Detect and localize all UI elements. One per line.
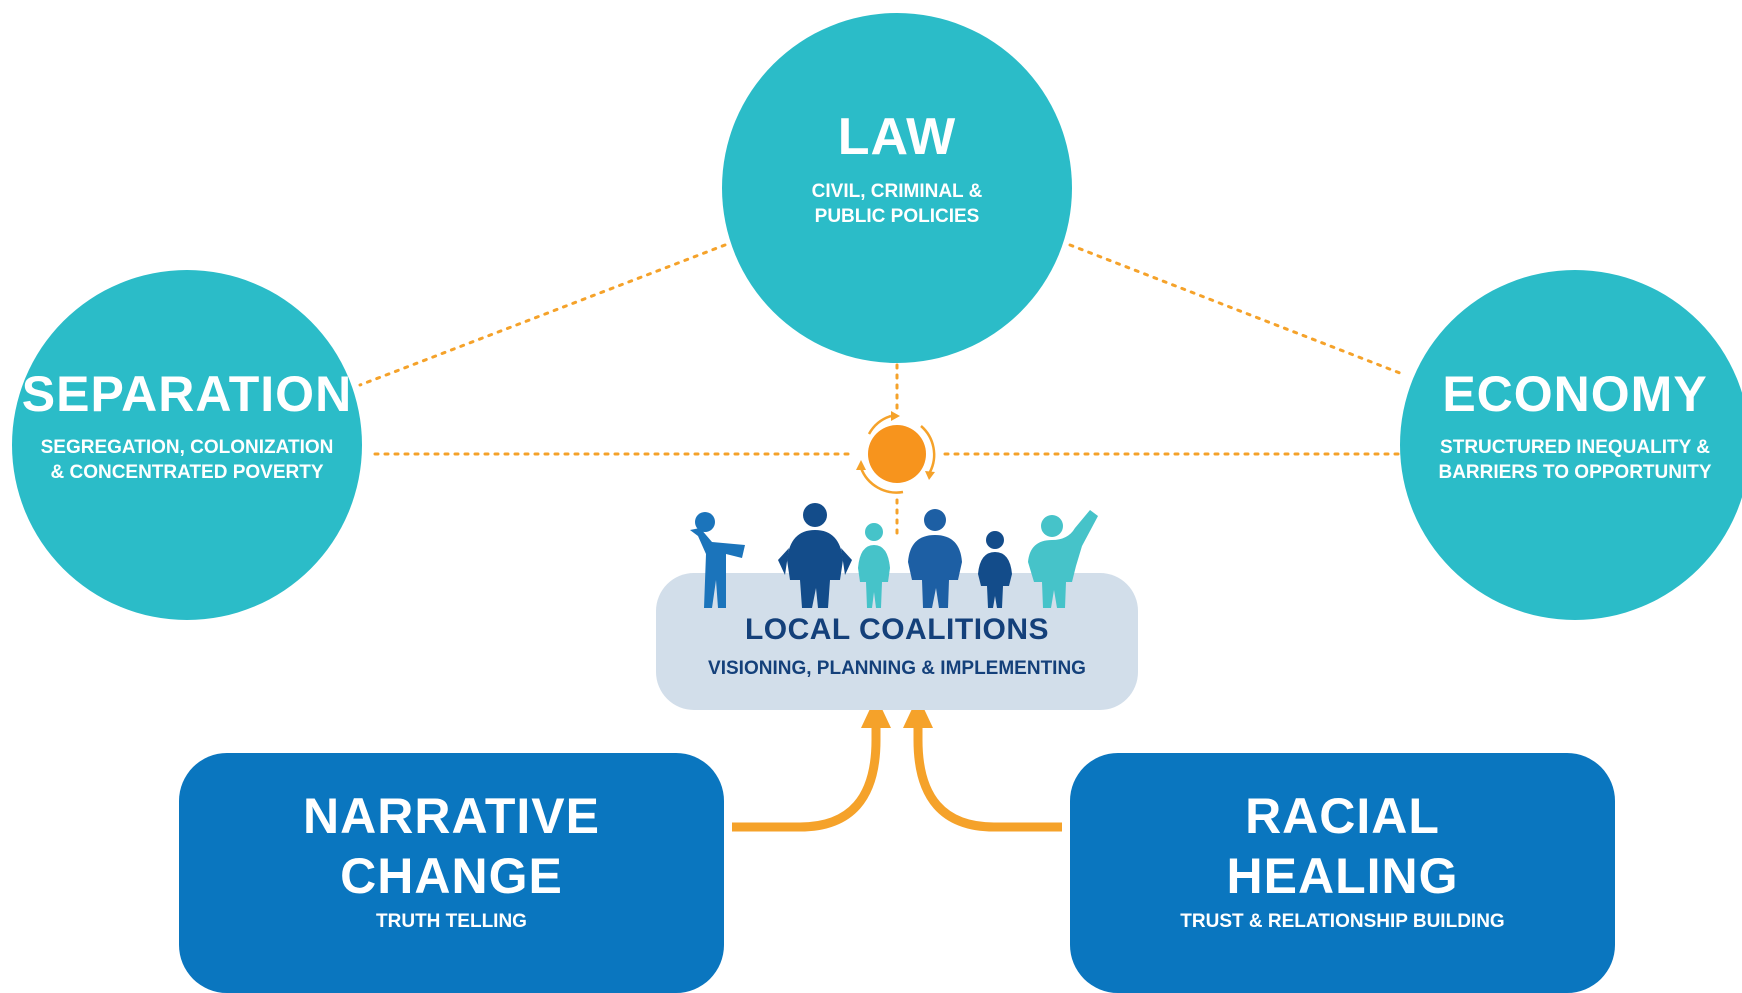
person-icon (778, 503, 852, 608)
arrow-narrative-to-coalitions (732, 696, 891, 832)
dotted-line-law-separation (358, 243, 727, 387)
connector-layer (358, 243, 1407, 832)
person-icon (978, 531, 1012, 608)
racial-healing-box: RACIAL HEALING TRUST & RELATIONSHIP BUIL… (1070, 753, 1615, 993)
cycle-sun-icon (856, 411, 936, 494)
group-of-people-icon (690, 503, 1098, 608)
law-title: LAW (837, 108, 957, 166)
healing-title-line2: HEALING (1226, 848, 1459, 904)
law-subtitle-line2: PUBLIC POLICIES (814, 206, 980, 227)
dotted-line-law-economy (1068, 243, 1407, 377)
economy-subtitle-line2: BARRIERS TO OPPORTUNITY (1438, 462, 1712, 483)
person-icon (690, 512, 745, 608)
separation-title: SEPARATION (21, 366, 353, 422)
narrative-title-line1: NARRATIVE (303, 788, 600, 844)
racial-healing-subtitle: TRUST & RELATIONSHIP BUILDING (1180, 911, 1505, 932)
local-coalitions-title: LOCAL COALITIONS (744, 613, 1050, 646)
narrative-change-title: NARRATIVE CHANGE (179, 786, 724, 906)
narrative-change-subtitle: TRUTH TELLING (376, 911, 527, 932)
economy-subtitle: STRUCTURED INEQUALITY & BARRIERS TO OPPO… (1438, 435, 1711, 485)
separation-subtitle-line1: SEGREGATION, COLONIZATION (40, 437, 334, 458)
law-subtitle: CIVIL, CRIMINAL & PUBLIC POLICIES (812, 179, 983, 229)
separation-subtitle-line2: & CONCENTRATED POVERTY (50, 462, 324, 483)
racial-healing-title: RACIAL HEALING (1070, 786, 1615, 906)
person-icon (1028, 510, 1098, 608)
law-circle: LAW CIVIL, CRIMINAL & PUBLIC POLICIES (722, 13, 1072, 363)
arrow-healing-to-coalitions (903, 696, 1062, 832)
person-icon (858, 523, 890, 608)
law-subtitle-line1: CIVIL, CRIMINAL & (811, 181, 983, 202)
economy-subtitle-line1: STRUCTURED INEQUALITY & (1440, 437, 1710, 458)
narrative-change-box: NARRATIVE CHANGE TRUTH TELLING (179, 753, 724, 993)
economy-circle: ECONOMY STRUCTURED INEQUALITY & BARRIERS… (1400, 270, 1742, 620)
separation-subtitle: SEGREGATION, COLONIZATION & CONCENTRATED… (41, 435, 334, 485)
healing-title-line1: RACIAL (1245, 788, 1440, 844)
economy-title: ECONOMY (1442, 366, 1708, 422)
separation-circle: SEPARATION SEGREGATION, COLONIZATION & C… (12, 270, 362, 620)
person-icon (908, 509, 962, 608)
narrative-title-line2: CHANGE (340, 848, 563, 904)
local-coalitions-subtitle: VISIONING, PLANNING & IMPLEMENTING (708, 658, 1086, 679)
